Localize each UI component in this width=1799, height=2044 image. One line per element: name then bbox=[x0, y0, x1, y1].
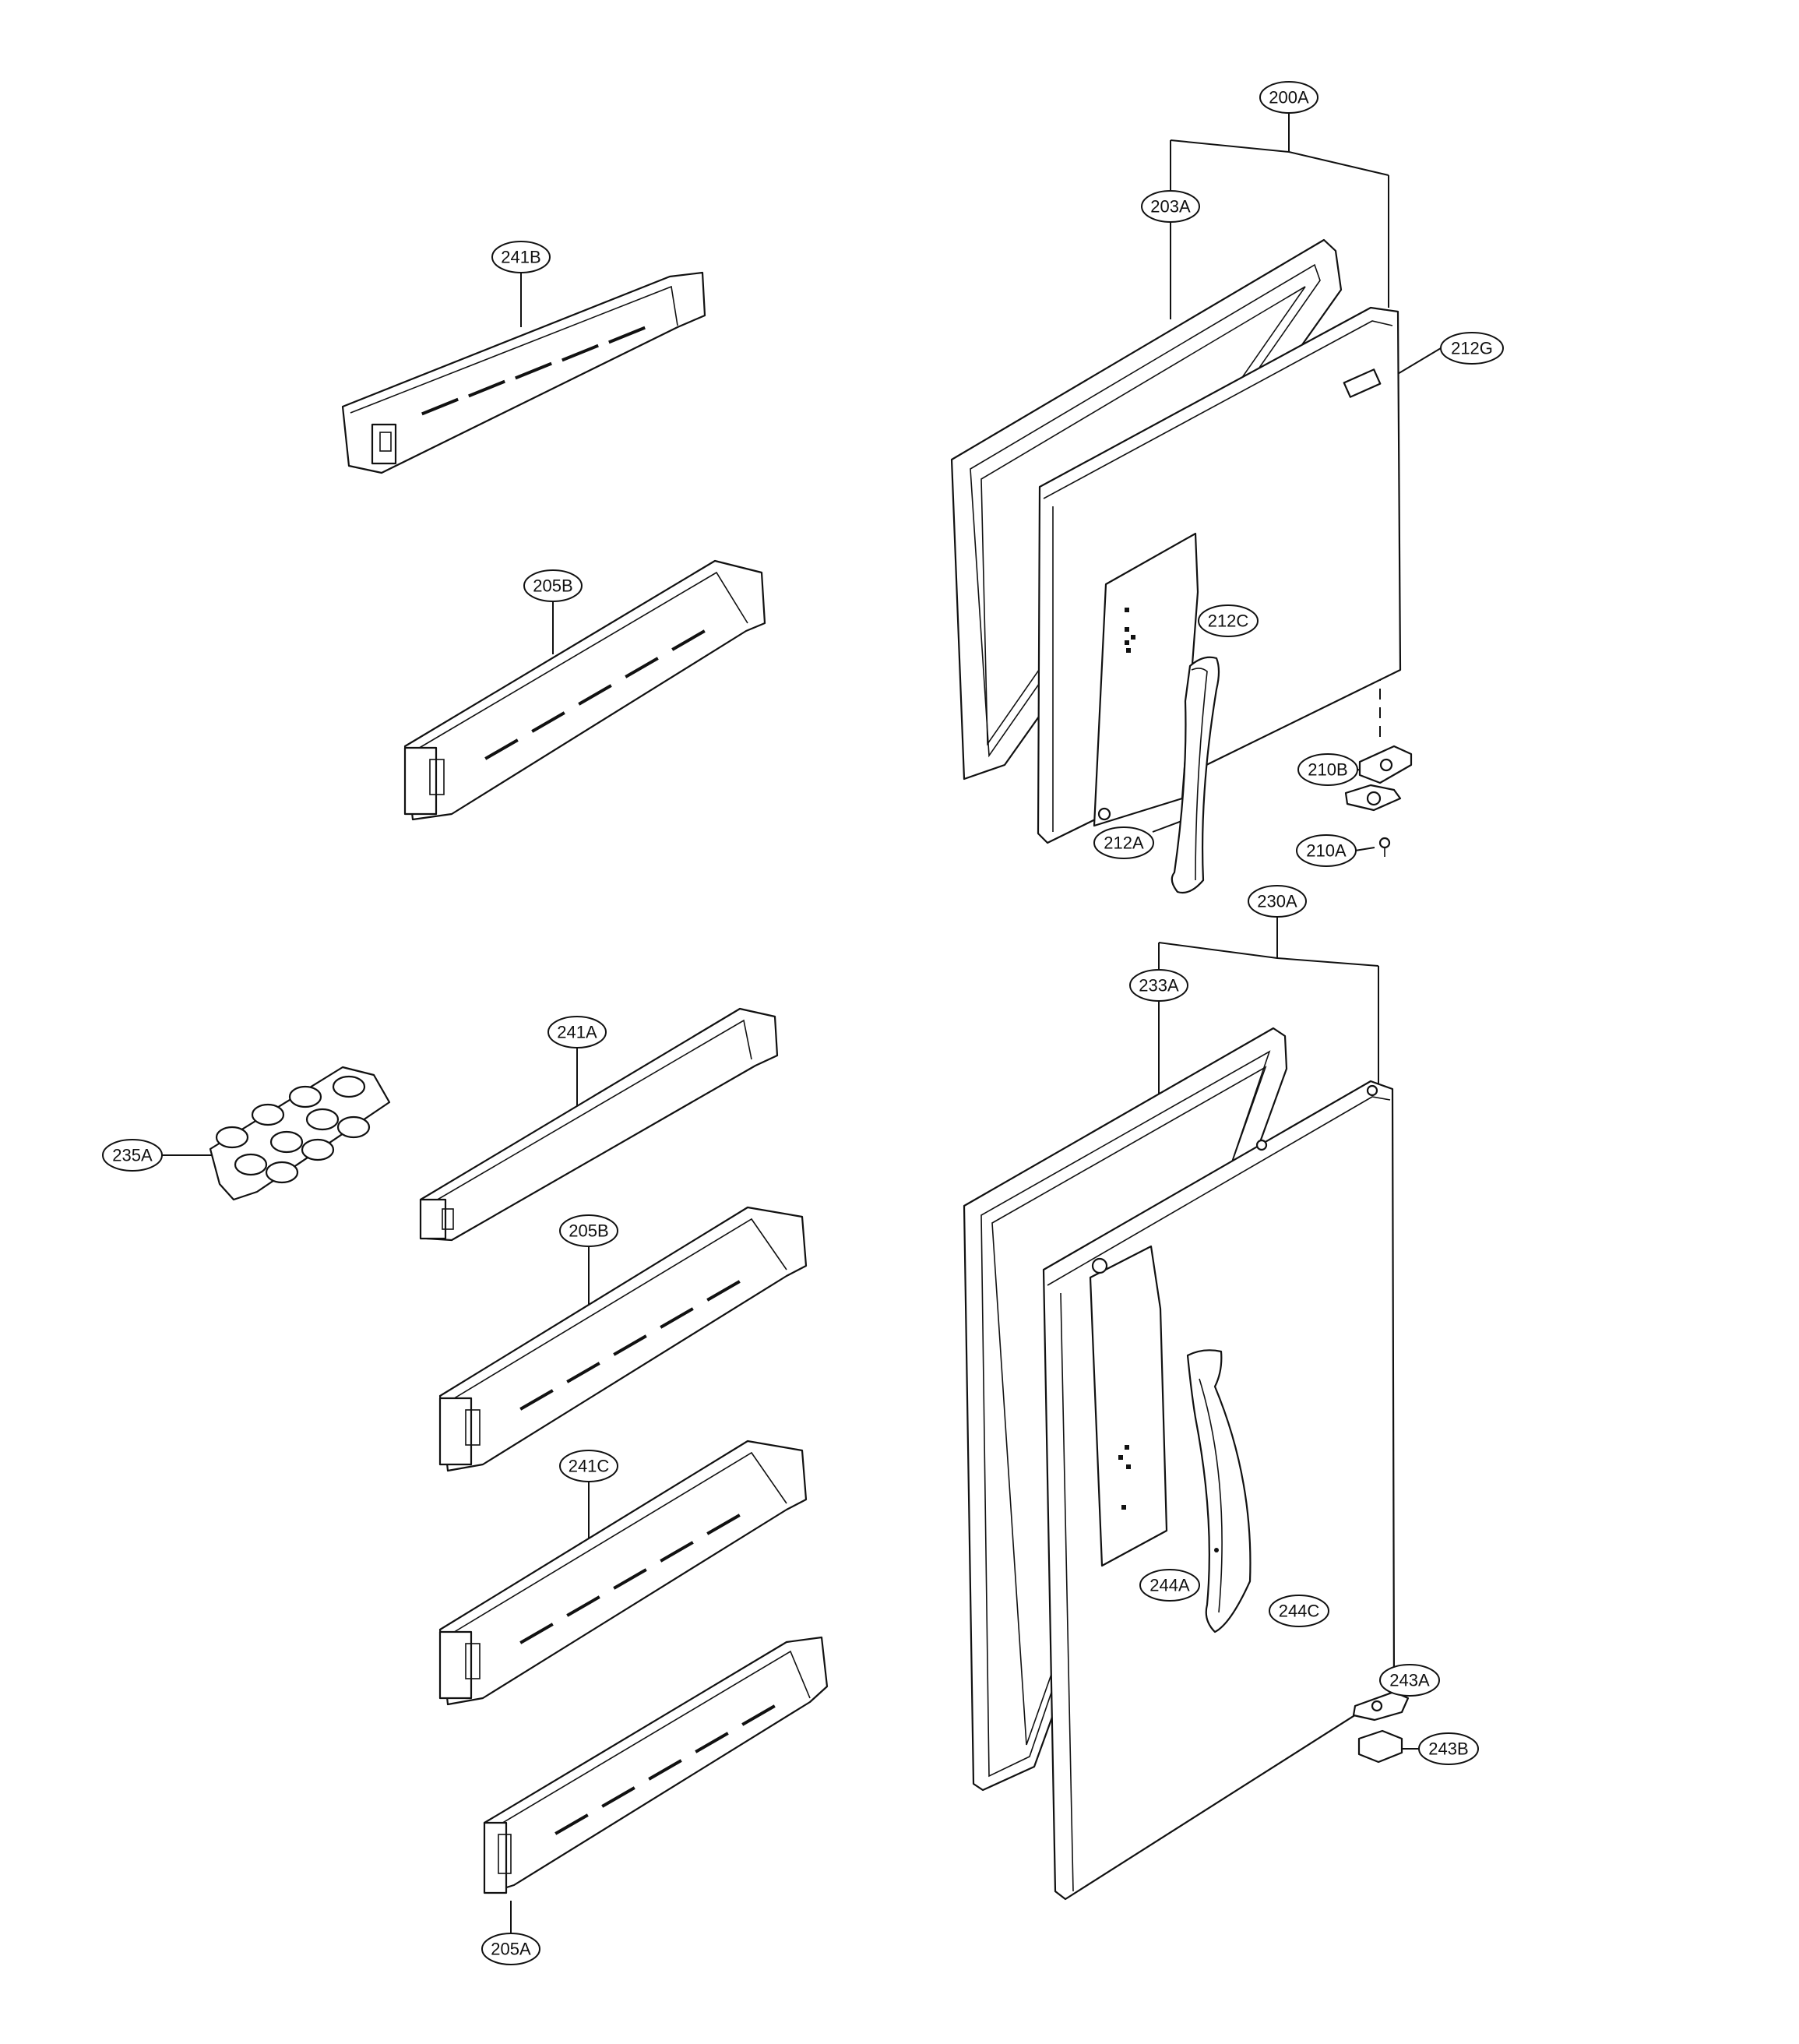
hinge-210b bbox=[1358, 745, 1413, 784]
upper-door-panel bbox=[1037, 306, 1402, 844]
callout-244c: 244C bbox=[1269, 1595, 1329, 1627]
hinge-243b bbox=[1357, 1729, 1403, 1764]
callout-210b: 210B bbox=[1297, 753, 1358, 786]
door-bin-205a bbox=[483, 1636, 829, 1894]
callout-200a-label: 200A bbox=[1269, 88, 1309, 107]
callout-203a: 203A bbox=[1141, 190, 1200, 223]
callout-243b: 243B bbox=[1418, 1732, 1479, 1765]
callout-241a-label: 241A bbox=[557, 1023, 597, 1042]
callout-205b-top: 205B bbox=[523, 569, 583, 602]
lower-door-handle-244a bbox=[1186, 1349, 1252, 1633]
callout-243a: 243A bbox=[1379, 1664, 1440, 1697]
callout-205a: 205A bbox=[481, 1933, 540, 1965]
upper-door-handle-212a bbox=[1171, 656, 1220, 894]
callout-241a: 241A bbox=[547, 1016, 607, 1048]
hinge-210a bbox=[1344, 784, 1402, 857]
callout-205b-mid-label: 205B bbox=[569, 1221, 608, 1241]
callout-235a-label: 235A bbox=[112, 1146, 153, 1165]
callout-212g: 212G bbox=[1440, 332, 1504, 365]
callout-244c-label: 244C bbox=[1279, 1602, 1320, 1621]
callout-210a: 210A bbox=[1296, 834, 1357, 867]
callout-205b-top-label: 205B bbox=[533, 576, 572, 596]
callout-241b-label: 241B bbox=[501, 248, 540, 267]
callout-230a-label: 230A bbox=[1257, 892, 1297, 911]
door-bin-205b-top bbox=[403, 559, 766, 821]
callout-210a-label: 210A bbox=[1306, 841, 1347, 861]
door-bin-205b-mid bbox=[438, 1206, 808, 1472]
callout-203a-label: 203A bbox=[1150, 197, 1191, 217]
callout-235a: 235A bbox=[102, 1139, 163, 1172]
callout-200a: 200A bbox=[1259, 81, 1318, 114]
callout-230a: 230A bbox=[1248, 885, 1307, 918]
callout-205b-mid: 205B bbox=[559, 1214, 618, 1247]
callout-233a-label: 233A bbox=[1139, 976, 1179, 996]
egg-tray-235a bbox=[209, 1066, 391, 1201]
callout-205a-label: 205A bbox=[491, 1940, 531, 1959]
callout-212c-label: 212C bbox=[1208, 611, 1249, 631]
callout-212a: 212A bbox=[1093, 826, 1154, 859]
callout-241c: 241C bbox=[559, 1450, 618, 1482]
callout-241b: 241B bbox=[491, 241, 551, 273]
callout-241c-label: 241C bbox=[569, 1457, 610, 1476]
callout-233a: 233A bbox=[1129, 969, 1188, 1002]
callout-210b-label: 210B bbox=[1308, 760, 1347, 780]
callout-212a-label: 212A bbox=[1104, 833, 1144, 853]
callout-244a: 244A bbox=[1139, 1569, 1200, 1602]
callout-212c: 212C bbox=[1198, 604, 1259, 637]
callout-212g-label: 212G bbox=[1451, 339, 1493, 358]
hinge-243a bbox=[1352, 1690, 1410, 1722]
door-bin-241c bbox=[438, 1440, 808, 1706]
callout-243b-label: 243B bbox=[1428, 1739, 1468, 1759]
callout-243a-label: 243A bbox=[1389, 1671, 1430, 1690]
door-bin-241a bbox=[419, 1007, 779, 1242]
door-bin-241b bbox=[341, 271, 706, 474]
callout-244a-label: 244A bbox=[1149, 1576, 1190, 1595]
